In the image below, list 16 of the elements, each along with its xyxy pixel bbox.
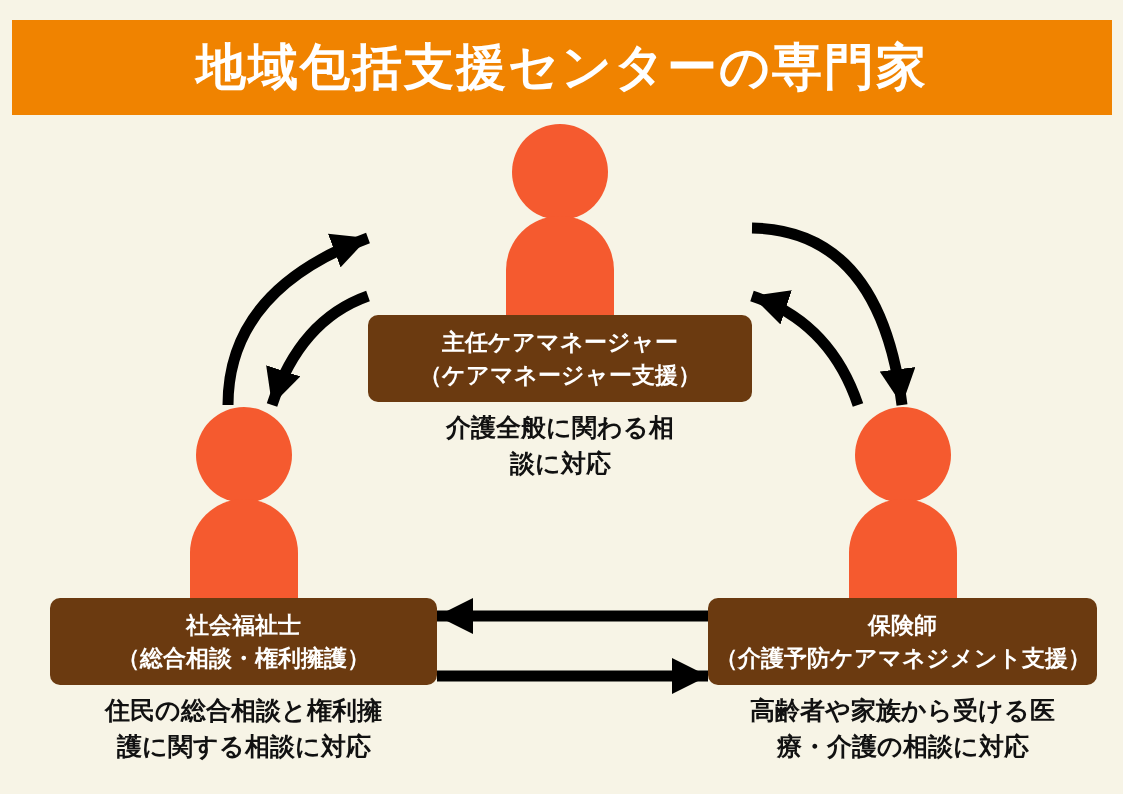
arrow [750,290,864,407]
arrow [751,222,915,406]
role-subtitle: （ケアマネージャー支援） [419,360,701,390]
arrow [437,598,708,634]
role-description: 住民の総合相談と権利擁護に関する相談に対応 [103,695,383,764]
arrow [437,658,708,694]
arrow [266,290,371,407]
role-subtitle: （介護予防ケアマネジメント支援） [714,643,1091,673]
role-subtitle: （総合相談・権利擁護） [117,643,370,673]
role-title: 社会福祉士 [186,611,301,641]
title-banner: 地域包括支援センターの専門家 [12,20,1112,115]
role-title: 主任ケアマネージャー [442,328,678,358]
role-description: 介護全般に関わる相談に対応 [445,412,675,481]
role-title: 保険師 [868,611,937,641]
arrow [222,232,371,406]
role-description: 高齢者や家族から受ける医療・介護の相談に対応 [749,695,1056,764]
